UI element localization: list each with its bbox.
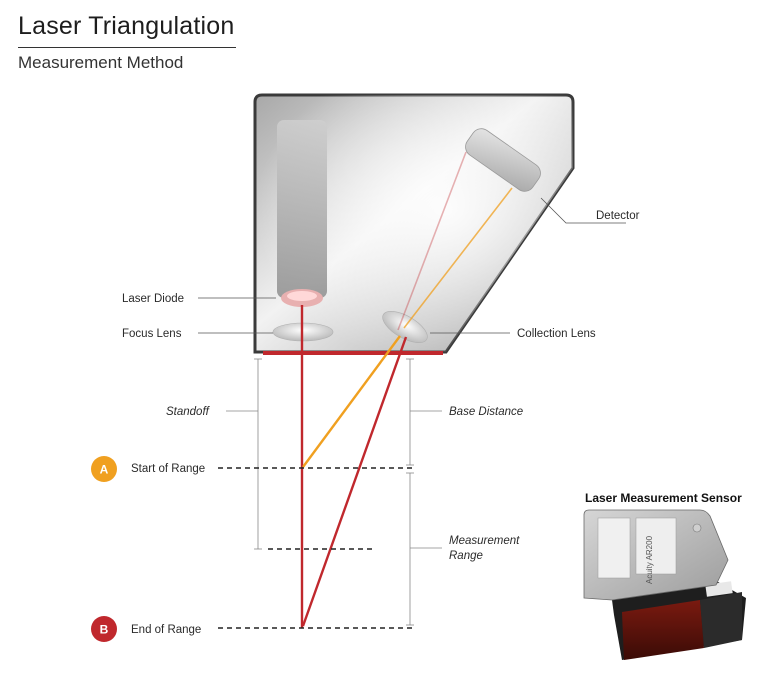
base-distance-bracket [406, 358, 442, 466]
detector [465, 128, 541, 192]
title-divider [18, 47, 236, 48]
marker-a-letter: A [100, 463, 109, 477]
start-of-range-label: Start of Range [131, 463, 205, 475]
measurement-range-label-line2: Range [449, 550, 483, 562]
sensor-product-image: Acuity AR200 [583, 509, 746, 660]
standoff-bracket [226, 358, 262, 550]
page-subtitle: Measurement Method [18, 53, 184, 72]
marker-b: B End of Range [91, 616, 201, 642]
detector-label: Detector [596, 210, 640, 222]
sensor-window [263, 351, 443, 355]
photo-title: Laser Measurement Sensor [585, 491, 742, 505]
laser-diode [277, 120, 327, 307]
internal-beam-far [397, 151, 467, 331]
marker-a-badge [91, 456, 117, 482]
marker-b-letter: B [100, 623, 109, 637]
standoff-label: Standoff [166, 406, 211, 418]
photo-brand-text: Acuity AR200 [645, 535, 654, 584]
end-of-range-label: End of Range [131, 624, 201, 636]
page-title: Laser Triangulation [18, 12, 235, 40]
internal-beam-near [403, 187, 513, 329]
marker-b-badge [91, 616, 117, 642]
collection-lens-label: Collection Lens [517, 328, 596, 340]
measurement-range-bracket [406, 472, 442, 626]
reflected-beam-a [302, 335, 401, 468]
measurement-range-label-line1: Measurement [449, 535, 520, 547]
detector-leader [540, 197, 626, 224]
reflected-beam-b [301, 336, 408, 627]
laser-diode-label: Laser Diode [122, 293, 184, 305]
marker-a: A Start of Range [91, 456, 205, 482]
focus-lens-label: Focus Lens [122, 328, 182, 340]
base-distance-label: Base Distance [449, 406, 523, 418]
